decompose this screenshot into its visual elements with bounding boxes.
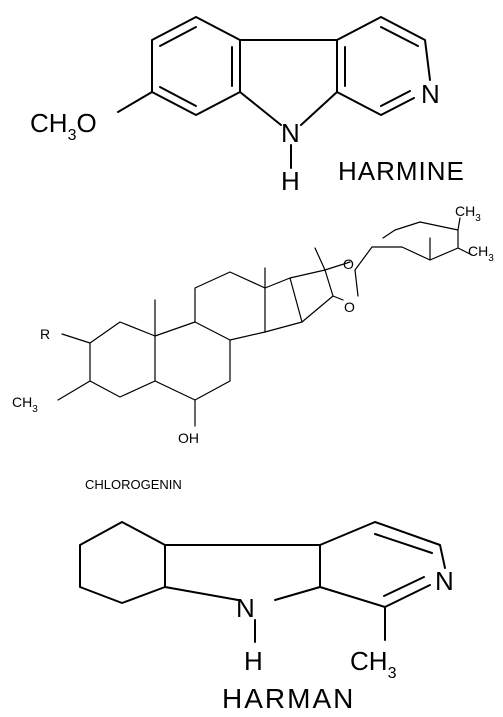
harman-pyridine-double-bond — [383, 576, 425, 597]
chlorogenin-methyl-bond — [457, 217, 461, 231]
harman-nh-nitrogen: N — [236, 593, 255, 623]
chlorogenin-r-bond — [61, 333, 91, 344]
harmine-benzene-ring — [151, 16, 241, 116]
harmine-pyridine-double-bond — [380, 26, 419, 47]
chlorogenin-ring-a — [89, 321, 156, 398]
chlorogenin-methyl-bond — [314, 247, 326, 271]
chlorogenin-structure: R CH3 OH O O CH3 CH3 CHLOROGENIN — [12, 203, 494, 492]
chlorogenin-ring-e — [289, 269, 334, 323]
chlorogenin-methyl-left-label: CH3 — [12, 394, 38, 415]
chlorogenin-furan-o-bond — [354, 269, 359, 297]
harman-pyridine-ring — [319, 544, 431, 608]
harmine-methoxy-label: CH3O — [30, 108, 97, 144]
chlorogenin-methyl-left-bond — [57, 380, 91, 401]
chlorogenin-ring-f — [354, 221, 459, 271]
harmine-pyridine-ring — [336, 16, 431, 81]
harmine-pyridine-ring — [336, 39, 415, 116]
harmine-methoxy-bond — [117, 91, 153, 113]
harman-pyridine-ring — [319, 521, 446, 569]
chlorogenin-furan-o-bond — [332, 295, 344, 301]
chlorogenin-o-upper-label: O — [343, 256, 354, 272]
harmine-pyridine-double-bond — [380, 90, 411, 107]
harmine-benzene-double-bond — [159, 86, 197, 107]
harmine-benzene-double-bond — [159, 26, 197, 47]
chlorogenin-spiro-bond — [324, 261, 351, 271]
chlorogenin-ch3-top-label: CH3 — [455, 203, 481, 224]
harman-structure: N N H CH3 HARMAN — [79, 521, 454, 714]
harmine-nh-hydrogen: H — [281, 166, 300, 196]
harmine-structure: CH3O N N H HARMINE — [30, 16, 465, 196]
chlorogenin-ring-d — [264, 277, 303, 333]
chlorogenin-name-label: CHLOROGENIN — [85, 477, 182, 492]
chlorogenin-ring-c — [194, 271, 266, 341]
harman-methyl-label: CH3 — [350, 646, 397, 682]
harman-nh-hydrogen: H — [244, 646, 263, 676]
harmine-name-label: HARMINE — [338, 156, 465, 186]
chlorogenin-o-lower-label: O — [344, 299, 355, 315]
harmine-nh-nitrogen: N — [281, 118, 300, 148]
chlorogenin-ch3-right-label: CH3 — [468, 243, 494, 264]
harman-ring-nitrogen: N — [435, 566, 454, 596]
harmine-pyrrole-bond — [300, 91, 338, 126]
harman-pyrrole-bond — [164, 586, 239, 601]
harman-name-label: HARMAN — [222, 683, 355, 714]
harman-pyrrole-bond — [274, 586, 321, 601]
chlorogenin-ring-b — [154, 321, 231, 401]
harman-pyridine-double-bond — [374, 533, 433, 554]
chlorogenin-oh-label: OH — [178, 430, 199, 446]
harmine-ring-nitrogen: N — [421, 79, 440, 109]
chlorogenin-r-label: R — [40, 326, 50, 342]
harmine-pyrrole-bond — [239, 91, 282, 126]
chlorogenin-methyl-bond — [457, 247, 473, 256]
harman-cyclohexane-ring — [79, 521, 166, 604]
